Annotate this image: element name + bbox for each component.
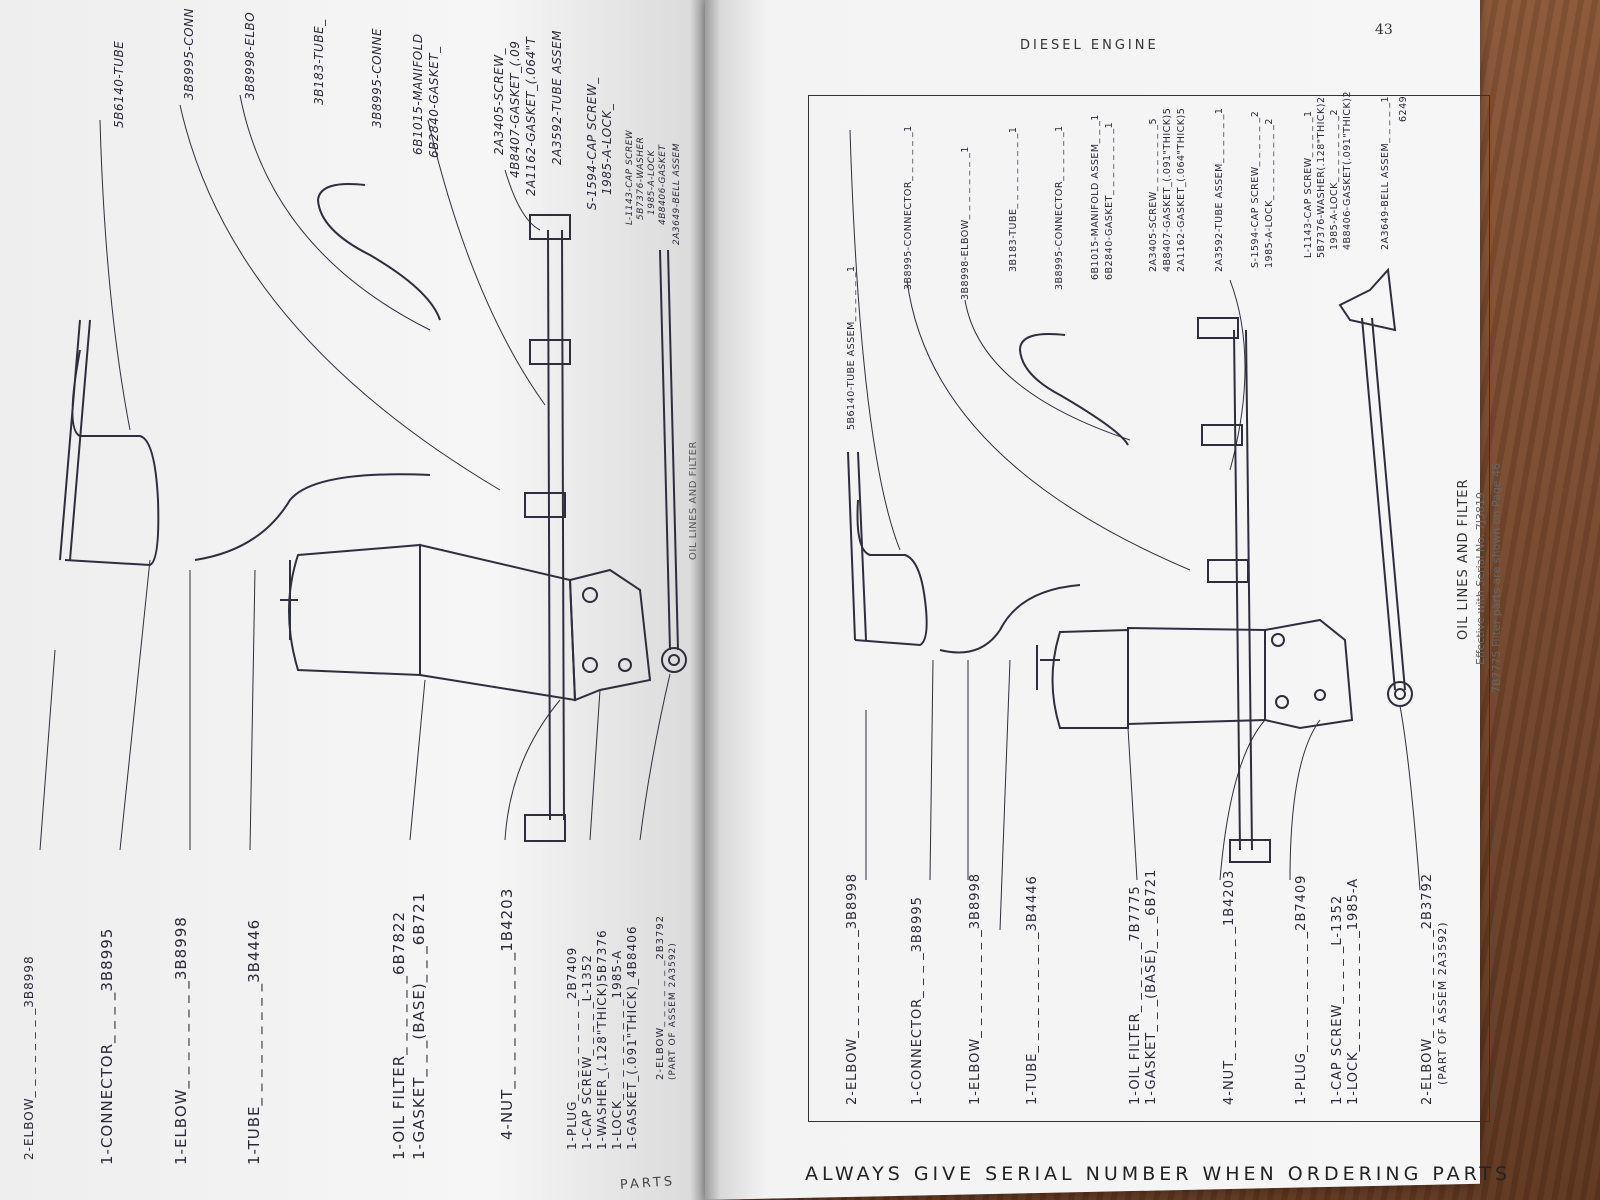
diagram-frame xyxy=(808,95,1490,1122)
left-part-label-10: 1-LOCK_ _ _ _ _ _ _ _ _1985-A xyxy=(610,949,624,1150)
right-filter-base xyxy=(1127,626,1266,726)
left-top-label-8: 4B8407-GASKET_(.09 xyxy=(508,40,522,178)
right-top-label-1: 3B8995-CONNECTOR_ _ _ _ _ _1 xyxy=(903,125,914,290)
right-top-label-10: 2A3592-TUBE ASSEM_ _ _ _ _ _1 xyxy=(1214,107,1225,272)
left-caption-title: OIL LINES AND FILTER xyxy=(688,441,699,560)
right-top-label-11: S-1594-CAP SCREW_ _ _ _ _ _2 xyxy=(1250,110,1261,268)
left-long-tube xyxy=(659,249,671,651)
right-top-label-13: L-1143-CAP SCREW_ _ _ _ _1 xyxy=(1303,110,1314,258)
left-part-label-0: 2-ELBOW_ _ _ _ _ _ _ _3B8998 xyxy=(22,955,36,1160)
left-top-label-17: 2A3649-BELL ASSEM xyxy=(672,143,682,245)
right-part-label-8: 1-CAP SCREW_ _ _ _ _L-1352 xyxy=(1330,894,1345,1105)
right-3b183-tube xyxy=(1018,333,1129,446)
left-filter-housing xyxy=(568,568,652,702)
left-diagram xyxy=(39,94,687,851)
right-part-label-2: 1-ELBOW_ _ _ _ _ _ _ _ _3B8998 xyxy=(968,872,983,1105)
left-top-label-1: 3B8995-CONN xyxy=(182,7,196,100)
left-part-label-5: 1-GASKET_ _ _(BASE)_ _ _6B721 xyxy=(410,891,428,1160)
right-nut-2 xyxy=(1201,424,1243,446)
left-top-label-6: 6B2840-GASKET_ xyxy=(427,46,441,158)
left-top-label-10: 2A3592-TUBE ASSEM xyxy=(550,29,564,165)
right-top-label-0: 5B6140-TUBE ASSEM_ _ _ _ _ _1 xyxy=(846,265,857,431)
right-nut-1 xyxy=(1197,317,1239,339)
right-top-label-16: 4B8406-GASKET(.091"THICK)2 xyxy=(1342,90,1353,250)
footer-notice: ALWAYS GIVE SERIAL NUMBER WHEN ORDERING … xyxy=(805,1163,1512,1185)
left-nut-3 xyxy=(524,492,566,518)
left-top-label-5: 6B1015-MANIFOLD xyxy=(411,33,425,155)
caption-title: OIL LINES AND FILTER xyxy=(1456,478,1471,640)
left-top-label-15: 1985-A-LOCK xyxy=(647,149,657,215)
left-part-label-2: 1-ELBOW_ _ _ _ _ _ _ _3B8998 xyxy=(172,916,190,1165)
left-tube-loop xyxy=(59,319,160,567)
right-part-label-0: 2-ELBOW_ _ _ _ _ _ _ _ _3B8998 xyxy=(845,872,860,1105)
right-top-label-4: 3B8995-CONNECTOR_ _ _ _ _ _1 xyxy=(1054,125,1065,290)
left-top-label-4: 3B8995-CONNE xyxy=(370,27,384,128)
section-title: DIESEL ENGINE xyxy=(1020,38,1159,53)
left-top-label-14: 5B7376-WASHER xyxy=(636,136,646,220)
right-part-label-6: 4-NUT_ _ _ _ _ _ _ _ _ _ _1B4203 xyxy=(1222,869,1237,1105)
right-tube-loop xyxy=(847,451,928,647)
right-top-label-14: 5B7376-WASHER(.128"THICK)2 xyxy=(1316,96,1327,258)
left-top-label-3: 3B183-TUBE_ xyxy=(312,19,326,105)
left-3b183-tube xyxy=(316,183,441,321)
right-top-label-8: 4B8407-GASKET_(.091"THICK)5 xyxy=(1162,107,1173,272)
left-top-label-9: 2A1162-GASKET_(.064"T xyxy=(524,36,538,196)
left-top-label-2: 3B8998-ELBO xyxy=(243,11,257,100)
left-nut-1 xyxy=(529,214,571,240)
book-gutter xyxy=(690,0,720,1200)
page-number: 43 xyxy=(1375,22,1393,38)
right-bell-assem xyxy=(1338,267,1397,332)
right-part-label-4: 1-OIL FILTER_ _ _ _ _ _7B7775 xyxy=(1128,885,1143,1105)
left-part-label-9: 1-WASHER_(.128"THICK)5B7376 xyxy=(595,929,609,1150)
right-diagram xyxy=(847,129,1421,931)
left-top-label-11: S-1594-CAP SCREW_ xyxy=(585,77,599,210)
left-tube-assem xyxy=(547,229,551,821)
right-top-label-18: 6249 xyxy=(1398,95,1409,122)
right-part-label-9: 1-LOCK_ _ _ _ _ _ _ _ _ _1985-A xyxy=(1346,877,1361,1105)
left-part-label-12: 2-ELBOW_ _ _ _ _ _ _2B3792 xyxy=(655,914,666,1080)
left-part-label-4: 1-OIL FILTER_ _ _ _ _ _6B7822 xyxy=(390,911,408,1160)
right-top-label-2: 3B8998-ELBOW_ _ _ _ _ _ _ _1 xyxy=(960,146,971,300)
left-part-label-1: 1-CONNECTOR_ _ _ _3B8995 xyxy=(98,927,116,1165)
left-part-label-8: 1-CAP SCREW_ _ _ _ _L-1352 xyxy=(580,954,594,1150)
left-page xyxy=(0,0,705,1200)
right-filter-housing xyxy=(1264,618,1354,730)
left-top-label-12: 1985-A-LOCK_ xyxy=(600,103,614,195)
left-nut-2 xyxy=(529,339,571,365)
left-oil-filter-body xyxy=(288,543,421,677)
left-filter-base xyxy=(419,543,577,702)
right-part-note: (PART OF ASSEM 2A3592) xyxy=(1436,921,1449,1085)
right-top-label-3: 3B183-TUBE_ _ _ _ _ _ _ _ _1 xyxy=(1008,126,1019,272)
right-oil-filter-body xyxy=(1051,628,1129,729)
right-nut-4 xyxy=(1229,839,1271,863)
right-part-label-5: 1-GASKET_ _ _(BASE)_ _ _6B721 xyxy=(1144,868,1159,1105)
left-part-note: (PART OF ASSEM 2A3592) xyxy=(668,942,678,1080)
right-nut-3 xyxy=(1207,559,1249,583)
right-top-label-12: 1985-A-LOCK_ _ _ _ _ _ _ _ _2 xyxy=(1264,118,1275,268)
caption-line-2: 7B7775 Filter parts are shown on Page 46 xyxy=(1490,462,1503,693)
caption-line-1: Effective with Serial No. 7J3819 xyxy=(1474,492,1487,665)
right-top-label-9: 2A1162-GASKET_(.064"THICK)5 xyxy=(1176,107,1187,272)
right-part-label-7: 1-PLUG_ _ _ _ _ _ _ _ _ _2B7409 xyxy=(1294,874,1309,1105)
right-part-label-3: 1-TUBE_ _ _ _ _ _ _ _ _ _3B4446 xyxy=(1025,875,1040,1105)
left-top-label-13: L-1143-CAP SCREW xyxy=(625,129,635,225)
right-top-label-17: 2A3649-BELL ASSEM_ _ _ _ _1 xyxy=(1380,95,1391,250)
left-top-label-7: 2A3405-SCREW_ xyxy=(492,48,506,155)
right-top-label-7: 2A3405-SCREW_ _ _ _ _ _ _ _5 xyxy=(1148,118,1159,272)
right-tube-assem xyxy=(1233,329,1241,851)
left-part-label-6: 4-NUT_ _ _ _ _ _ _ _ _ _1B4203 xyxy=(498,887,516,1140)
right-part-label-10: 2-ELBOW_ _ _ _ _ _ _ _ _2B3792 xyxy=(1420,872,1435,1105)
left-part-label-3: 1-TUBE_ _ _ _ _ _ _ _ _3B4446 xyxy=(245,918,263,1165)
right-long-tube xyxy=(1361,317,1396,691)
left-part-label-11: 1-GASKET_(.091"THICK)_4B8406 xyxy=(625,925,639,1150)
left-part-label-7: 1-PLUG_ _ _ _ _ _ _ _ _2B7409 xyxy=(565,946,579,1150)
right-top-label-5: 6B1015-MANIFOLD ASSEM_ _ _1 xyxy=(1090,114,1101,280)
left-top-label-16: 4B8406-GASKET xyxy=(658,144,668,225)
left-nut-4 xyxy=(524,814,566,842)
right-top-label-6: 6B2840-GASKET_ _ _ _ _ _ _ _1 xyxy=(1104,121,1115,280)
right-top-label-15: 1985-A-LOCK_ _ _ _ _ _ _ _2 xyxy=(1329,108,1340,250)
right-part-label-1: 1-CONNECTOR_ _ _ _3B8995 xyxy=(910,896,925,1105)
left-top-label-0: 5B6140-TUBE xyxy=(112,40,126,128)
